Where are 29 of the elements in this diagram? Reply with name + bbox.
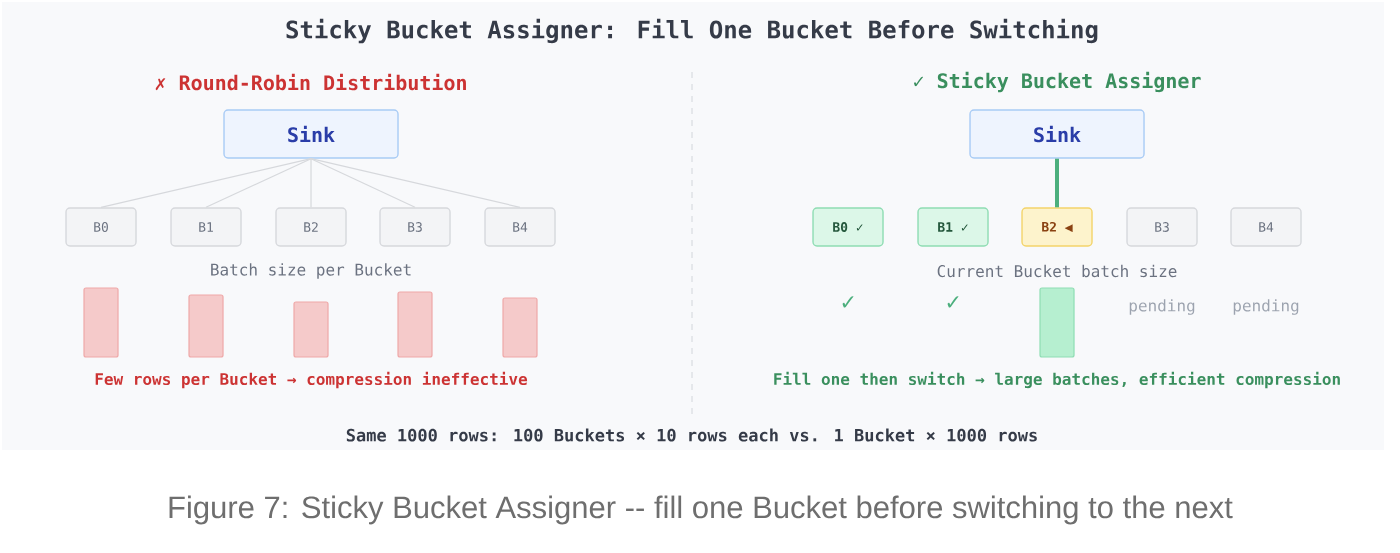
bucket-box: B0 (65, 207, 137, 247)
bucket-box: B4 (484, 207, 556, 247)
check-mark: ✓ (842, 296, 854, 308)
connector-line (310, 158, 416, 208)
sink-box: Sink (969, 109, 1145, 159)
bucket-box: B4 (1230, 207, 1302, 247)
bucket-box: B2 (275, 207, 347, 247)
section-heading: ✗ Round-Robin Distribution (155, 73, 466, 91)
sink-box: Sink (223, 109, 399, 159)
bucket-box: B2 ◀ (1021, 207, 1093, 247)
bucket-box: B1 ✓ (917, 207, 989, 247)
footer-note: Same 1000 rows: 100 Buckets × 10 rows each vs. 1 Bucket × 1000 rows (346, 428, 1037, 442)
title: Sticky Bucket Assigner: Fill One Bucket Before Switching (286, 18, 1098, 44)
connector-line (205, 158, 312, 208)
bucket-box: B0 ✓ (812, 207, 884, 247)
check-mark: ✓ (947, 296, 959, 308)
summary-text: Fill one then switch → large batches, efficient compression (774, 371, 1340, 389)
chart-label: Batch size per Bucket (211, 263, 411, 279)
caption: Figure 7: Sticky Bucket Assigner -- fill one Bucket before switching to the next (169, 495, 1233, 525)
chart-label: Current Bucket batch size (937, 264, 1177, 278)
bucket-box: B3 (379, 207, 451, 247)
status-text: pending (1129, 299, 1195, 315)
summary-text: Few rows per Bucket → compression ineffective (95, 371, 528, 389)
connector-line (100, 158, 312, 208)
status-text: pending (1233, 299, 1299, 315)
bucket-box: B1 (170, 207, 242, 247)
bucket-box: B3 (1126, 207, 1198, 247)
connector-line (310, 158, 521, 208)
connector-line (1055, 158, 1059, 208)
